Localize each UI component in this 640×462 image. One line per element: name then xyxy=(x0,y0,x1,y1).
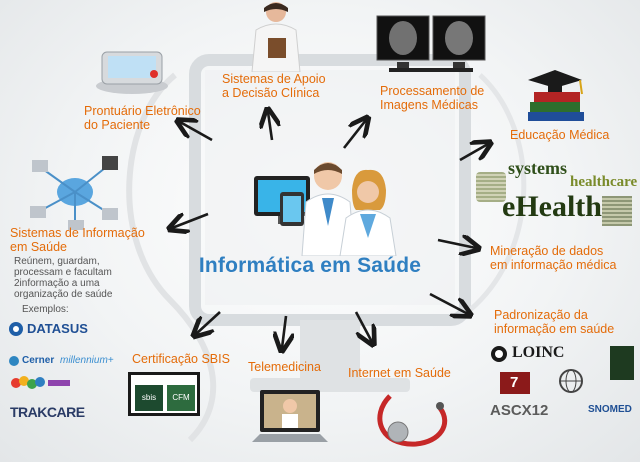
medical-imaging-monitors xyxy=(376,15,486,72)
arrow-mineracao xyxy=(437,240,476,248)
loinc-emblem-icon xyxy=(491,346,507,362)
word-cloud-healthcare: healthcare xyxy=(570,174,638,190)
center-title: Informática em Saúde xyxy=(198,254,422,277)
arrow-educacao xyxy=(459,144,488,162)
topic-imagens-medicas: Processamento de Imagens Médicas xyxy=(380,84,485,112)
loinc-logo: LOINC xyxy=(490,344,572,364)
arrow-prontuario xyxy=(180,122,213,142)
ascx12-logo: ASCX12 xyxy=(490,402,560,420)
hl7-text: 7 xyxy=(510,374,519,391)
topic-apoio-decisao: Sistemas de Apoio a Decisão Clínica xyxy=(222,72,326,100)
arrow-telemedicina xyxy=(282,315,286,348)
arrow-apoio xyxy=(268,112,272,141)
trakcare-text: TRAKCARE xyxy=(10,404,85,420)
topic-padronizacao: Padronização da informação em saúde xyxy=(494,308,615,336)
topic-mineracao-dados: Mineração de dados em informação médica xyxy=(490,244,617,272)
books-graduation-cap-illustration xyxy=(528,70,584,121)
arrow-internet xyxy=(354,311,372,342)
topic-internet-saude: Internet em Saúde xyxy=(348,366,451,380)
arrow-padronizacao xyxy=(429,292,468,314)
globe-standard-icon xyxy=(559,369,583,393)
sbis-certificate: sbis CFM xyxy=(128,372,200,416)
cfm-seal: CFM xyxy=(167,385,195,411)
topic-sistemas-informacao: Sistemas de Informação em Saúde xyxy=(10,226,145,254)
word-cloud-ehealth: eHealth xyxy=(502,190,602,223)
cerner-logo: Cerner millennium+ xyxy=(8,354,118,370)
cerner-text: Cerner xyxy=(22,355,55,366)
arrow-certificacao xyxy=(196,311,221,334)
network-systems-illustration xyxy=(30,156,118,230)
datasus-emblem-icon xyxy=(9,322,23,336)
standards-book-icon xyxy=(610,346,634,380)
snomed-logo: SNOMED xyxy=(588,404,640,420)
colorful-logo xyxy=(11,376,70,389)
arrow-sistemas xyxy=(172,214,209,228)
topic-telemedicina: Telemedicina xyxy=(248,360,321,374)
examples-label: Exemplos: xyxy=(22,304,69,315)
ascx12-text: ASCX12 xyxy=(490,402,549,419)
loinc-text: LOINC xyxy=(512,344,565,361)
word-cloud: systems healthcare eHealth xyxy=(476,152,637,234)
ehr-device-illustration xyxy=(96,51,168,94)
topic-certificacao-sbis: Certificação SBIS xyxy=(132,352,230,366)
cerner-emblem-icon xyxy=(9,356,19,366)
stethoscope-illustration xyxy=(377,394,448,447)
datasus-logo: DATASUS xyxy=(8,320,98,340)
word-cloud-systems: systems xyxy=(508,158,567,178)
topic-prontuario: Prontuário Eletrônico do Paciente xyxy=(84,104,201,132)
central-doctors-illustration xyxy=(254,162,397,256)
doctor-illustration xyxy=(251,2,301,72)
millennium-text: millennium+ xyxy=(60,355,114,366)
trakcare-logo: TRAKCARE xyxy=(10,404,100,424)
arrow-imagens xyxy=(342,120,366,149)
topic-educacao-medica: Educação Médica xyxy=(510,128,610,142)
telemedicine-laptop-illustration xyxy=(252,390,328,442)
snomed-text: SNOMED xyxy=(588,404,632,415)
sistemas-info-description: Reúnem, guardam, processam e facultam 2i… xyxy=(14,256,113,300)
sbis-seal: sbis xyxy=(135,385,163,411)
datasus-text: DATASUS xyxy=(27,321,88,336)
hl7-logo: 7 xyxy=(500,372,530,394)
